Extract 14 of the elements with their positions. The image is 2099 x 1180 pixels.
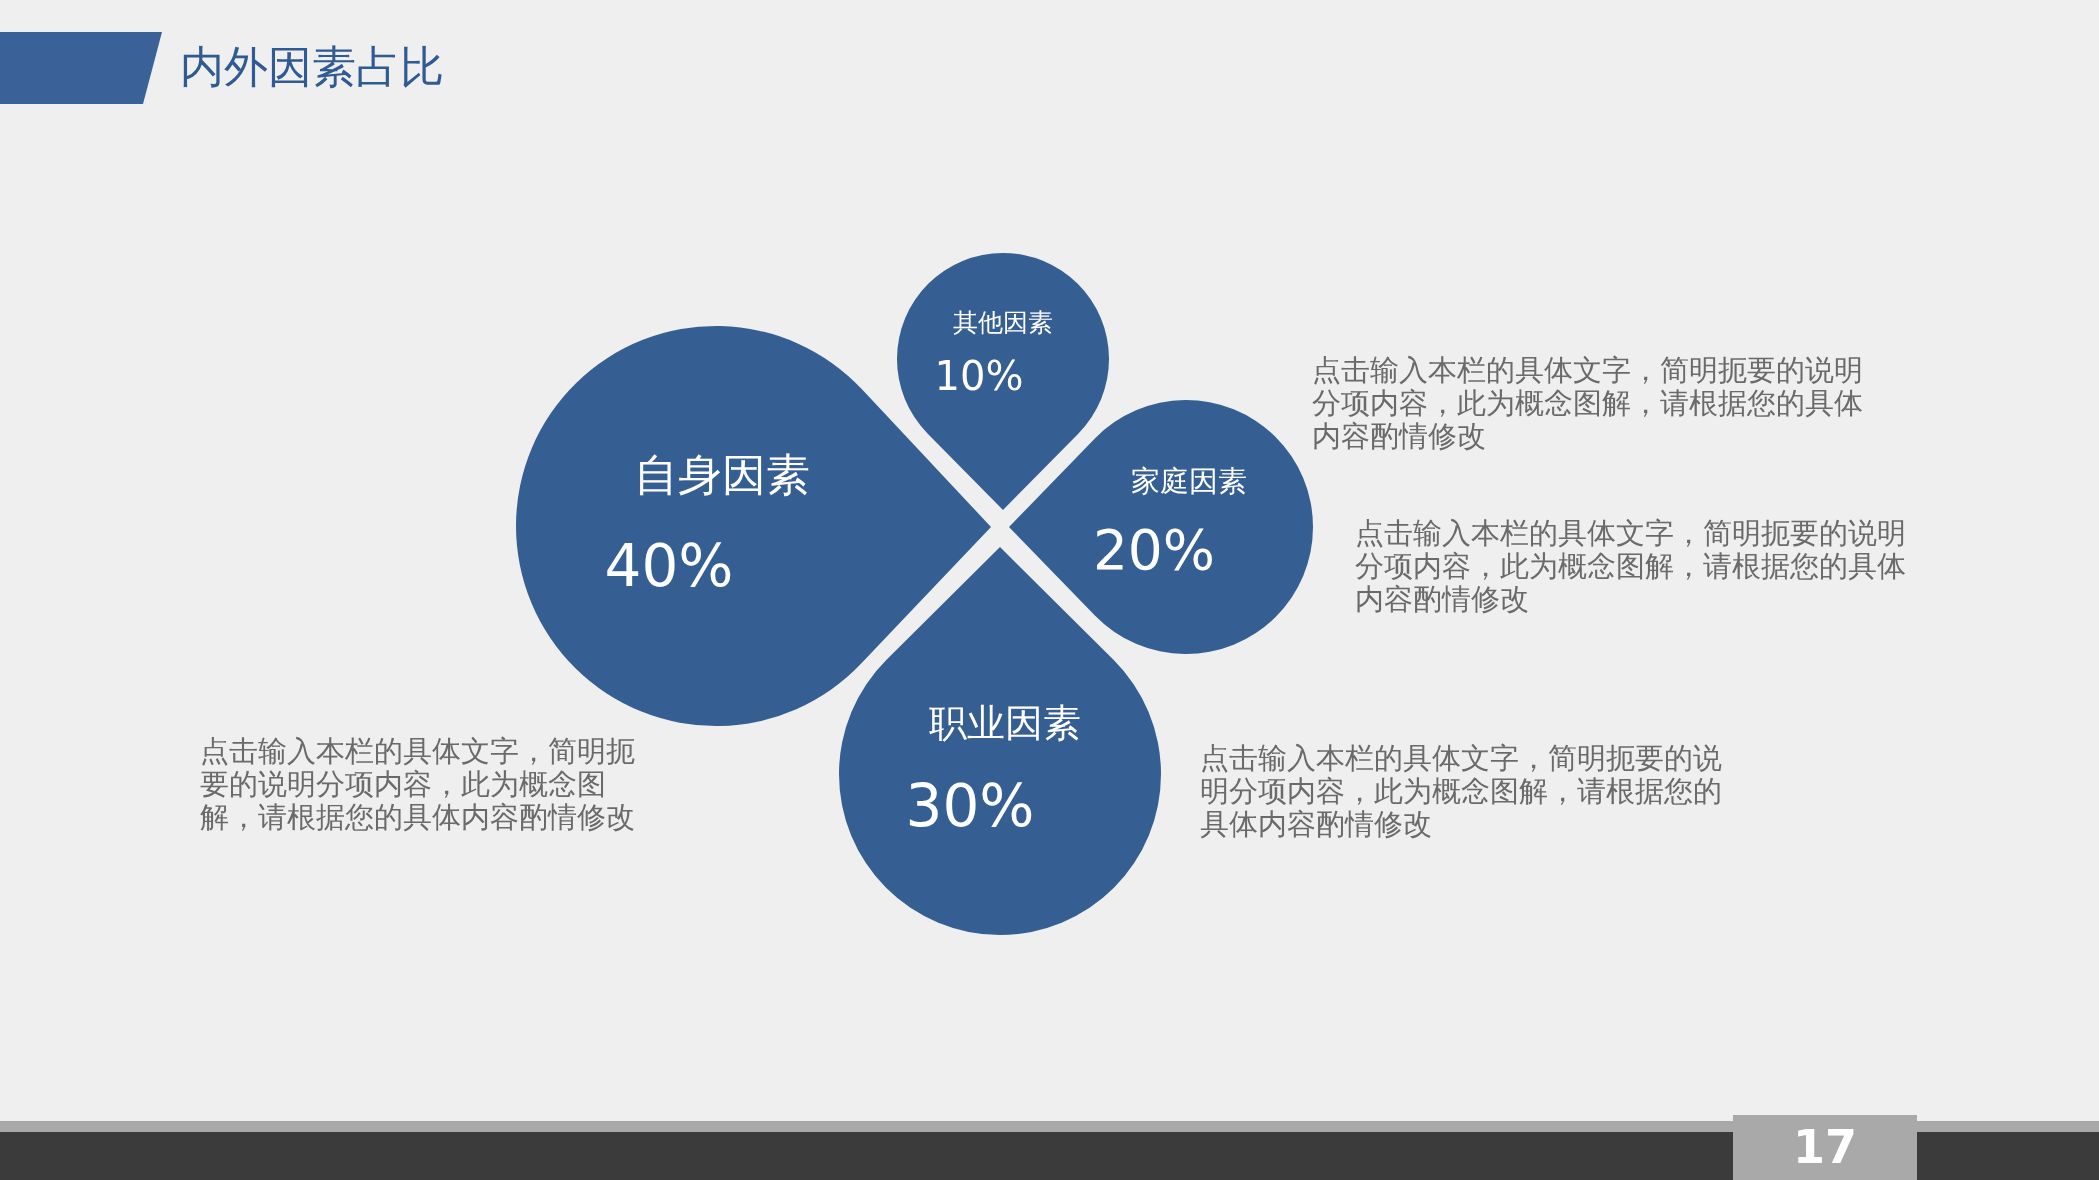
factor-name: 其他因素 <box>953 306 1053 339</box>
factor-name: 职业因素 <box>929 699 1081 747</box>
percentage-value: 30% <box>905 772 1035 840</box>
factor-name: 自身因素 <box>634 447 810 502</box>
percentage-value: 40% <box>604 532 734 600</box>
description-text: 点击输入本栏的具体文字，简明扼要的说明分项内容，此为概念图解，请根据您的具体内容酌情修改 <box>1355 517 1907 616</box>
title-banner: 内外因素占比 <box>0 32 444 104</box>
percentage-value: 20% <box>1092 518 1216 582</box>
page-number: 17 <box>1733 1115 1917 1180</box>
description-text: 点击输入本栏的具体文字，简明扼要的说明分项内容，此为概念图解，请根据您的具体内容酌情修改 <box>200 735 636 834</box>
description-text: 点击输入本栏的具体文字，简明扼要的说明分项内容，此为概念图解，请根据您的具体内容酌情修改 <box>1312 354 1864 453</box>
description-text: 点击输入本栏的具体文字，简明扼要的说明分项内容，此为概念图解，请根据您的具体内容酌情修改 <box>1200 742 1723 841</box>
percentage-value: 10% <box>934 353 1024 399</box>
factor-name: 家庭因素 <box>1131 463 1247 500</box>
